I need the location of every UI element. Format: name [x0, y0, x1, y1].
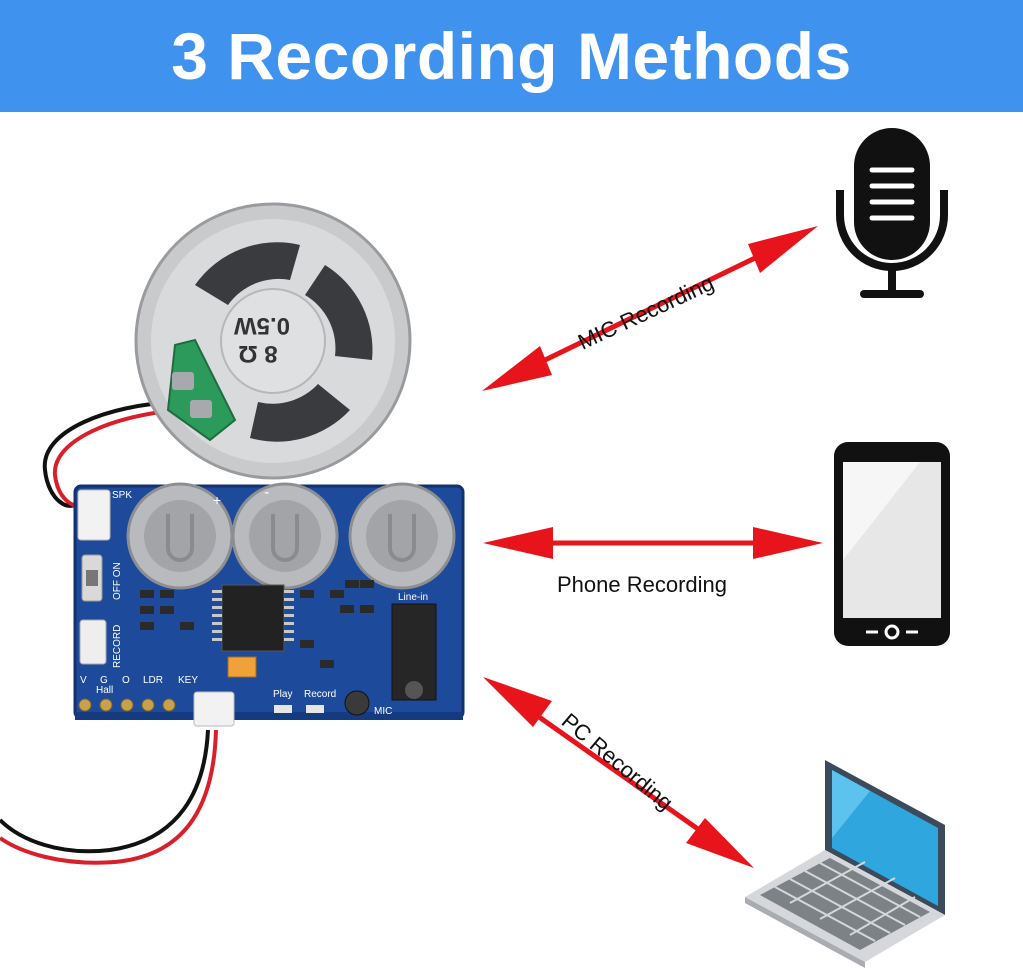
page-title: 3 Recording Methods	[171, 19, 852, 93]
speaker-marking-power: 0.5W	[234, 312, 290, 339]
label-play: Play	[273, 689, 292, 700]
battery-holder	[231, 482, 339, 590]
label-key: KEY	[178, 675, 198, 686]
battery-holder	[348, 482, 456, 590]
circuit-board: SPK OFF ON RECORD + -	[73, 482, 465, 727]
label-ldr: LDR	[143, 675, 163, 686]
arrow-pc	[483, 677, 754, 868]
arrow-mic	[482, 226, 818, 391]
trigger-cable	[0, 729, 218, 865]
label-minus: -	[264, 484, 269, 501]
label-o: O	[122, 675, 130, 686]
label-g: G	[100, 675, 108, 686]
laptop-icon	[745, 760, 945, 968]
label-line-in: Line-in	[398, 592, 428, 603]
smartphone-icon	[834, 442, 950, 646]
label-v: V	[80, 675, 87, 686]
speaker-marking-impedance: 8 Ω	[238, 340, 277, 367]
label-plus: +	[213, 492, 221, 508]
speaker-cable	[42, 400, 181, 509]
label-record-pad: Record	[304, 689, 336, 700]
label-hall: Hall	[96, 685, 113, 696]
microphone-icon	[836, 128, 948, 298]
header-banner: 3 Recording Methods	[0, 0, 1023, 112]
arrow-phone	[483, 527, 823, 559]
label-spk: SPK	[112, 490, 132, 501]
speaker: 0.5W 8 Ω	[134, 202, 412, 480]
battery-holder	[126, 482, 234, 590]
label-off-on: OFF ON	[112, 562, 123, 600]
phone-recording-label: Phone Recording	[557, 572, 728, 597]
label-mic: MIC	[374, 706, 392, 717]
label-record: RECORD	[112, 625, 123, 668]
